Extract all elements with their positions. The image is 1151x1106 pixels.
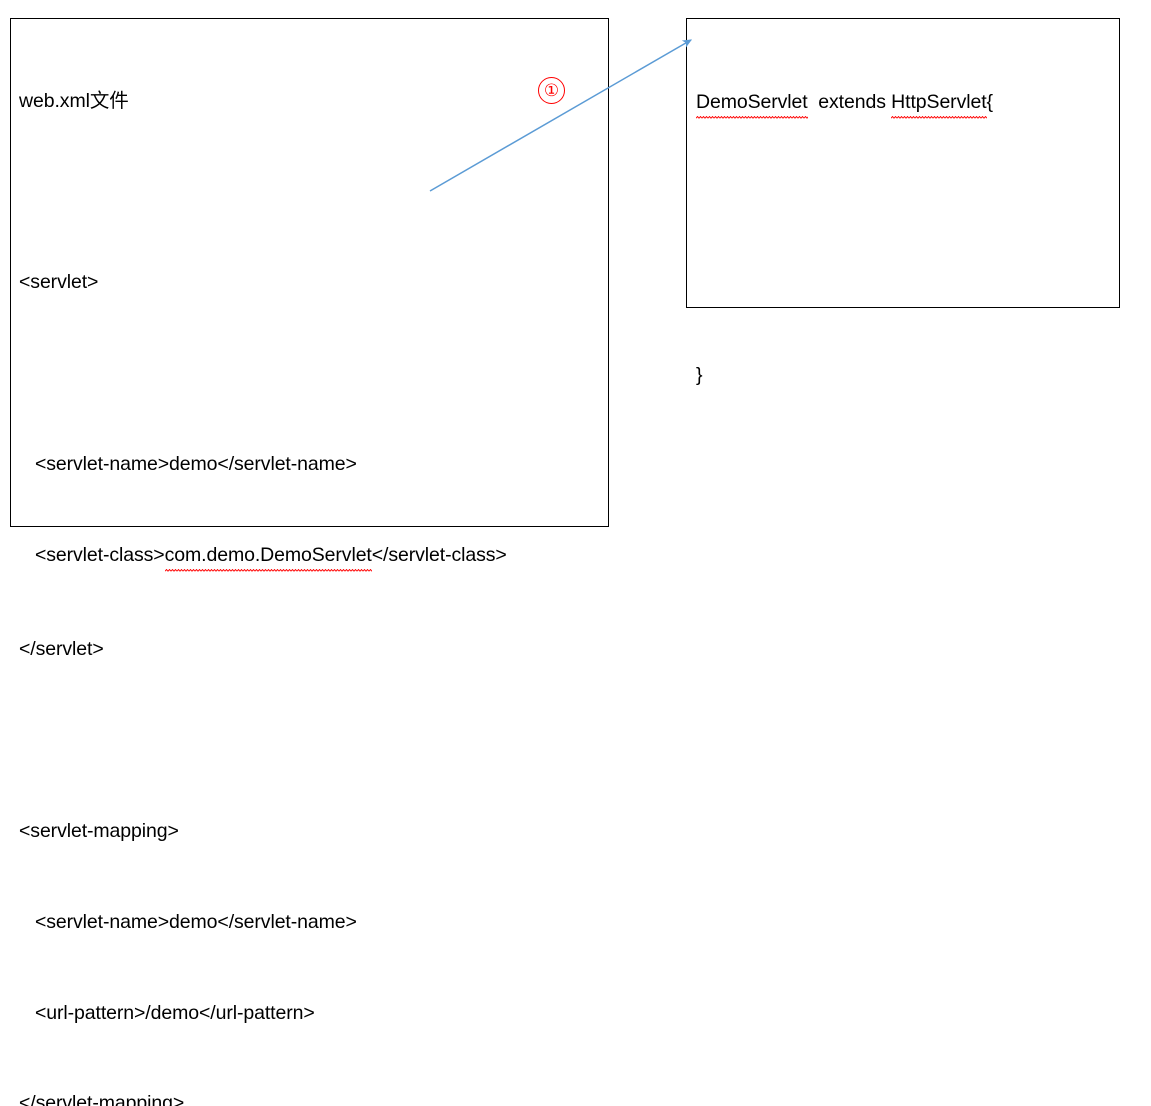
xml-line-servlet-class: <servlet-class>com.demo.DemoServlet</ser… — [19, 540, 604, 574]
xml-line-mapping-close: </servlet-mapping> — [19, 1092, 185, 1106]
xml-line-blank-3 — [19, 725, 604, 755]
xml-line-servlet-name: <servlet-name>demo</servlet-name> — [19, 453, 357, 476]
xml-line-title: web.xml文件 — [19, 89, 129, 112]
xml-line-servlet-open: <servlet> — [19, 271, 99, 294]
java-line-blank-2 — [696, 270, 1115, 300]
xml-line-url-pattern: <url-pattern>/demo</url-pattern> — [19, 1001, 315, 1024]
java-line-class-signature: DemoServlet extends HttpServlet{ — [696, 87, 1115, 120]
java-line-brace-close: } — [696, 364, 703, 386]
xml-line-servlet-close: </servlet> — [19, 637, 104, 660]
java-brace-open: { — [986, 91, 994, 113]
java-class-name-misspelled: DemoServlet — [696, 87, 808, 120]
diagram-canvas: web.xml文件 <servlet> <servlet-name>demo</… — [10, 18, 1120, 1106]
java-code-block: DemoServlet extends HttpServlet{ } — [696, 27, 1115, 450]
xml-line-blank-2 — [19, 358, 604, 388]
xml-line-mapping-servlet-name: <servlet-name>demo</servlet-name> — [19, 910, 357, 933]
servlet-class-value-misspelled: com.demo.DemoServlet — [164, 540, 372, 574]
servlet-class-suffix: </servlet-class> — [371, 544, 507, 567]
xml-line-blank-1 — [19, 176, 604, 206]
java-line-blank-1 — [696, 180, 1115, 210]
web-xml-code-block: web.xml文件 <servlet> <servlet-name>demo</… — [19, 25, 604, 1106]
servlet-class-prefix: <servlet-class> — [19, 544, 165, 567]
xml-line-mapping-open: <servlet-mapping> — [19, 819, 179, 842]
java-super-class-misspelled: HttpServlet — [891, 87, 987, 120]
web-xml-box: web.xml文件 <servlet> <servlet-name>demo</… — [10, 18, 609, 1106]
callout-number-1: ① — [538, 77, 565, 104]
java-class-box: DemoServlet extends HttpServlet{ } — [686, 18, 1120, 386]
java-extends-keyword: extends — [807, 91, 892, 113]
